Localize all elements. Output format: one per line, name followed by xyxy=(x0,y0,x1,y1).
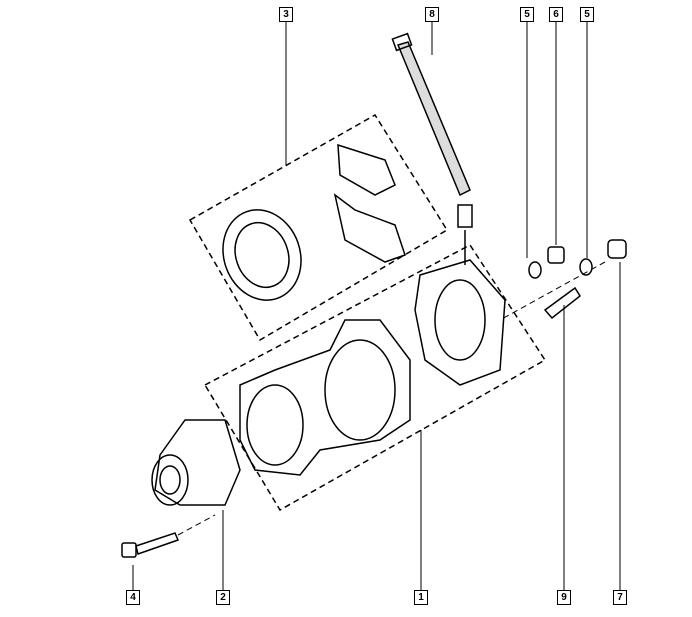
rear-cover xyxy=(414,259,506,386)
callout-label: 7 xyxy=(613,590,627,605)
dashed-groups xyxy=(188,113,547,512)
main-housing xyxy=(239,319,411,476)
callout-label: 8 xyxy=(425,7,439,22)
front-housing xyxy=(151,419,241,506)
callout-label: 5 xyxy=(580,7,594,22)
leader-lines xyxy=(132,22,621,590)
callout-label: 2 xyxy=(216,590,230,605)
gasket-shaped xyxy=(333,143,406,263)
small-parts xyxy=(499,239,627,321)
hose xyxy=(391,32,473,265)
callout-label: 6 xyxy=(549,7,563,22)
callout-label: 4 xyxy=(126,590,140,605)
callout-label: 5 xyxy=(520,7,534,22)
callout-label: 3 xyxy=(279,7,293,22)
stud xyxy=(543,286,581,320)
bolt xyxy=(121,514,216,558)
callout-label: 9 xyxy=(557,590,571,605)
gasket-round xyxy=(222,209,302,301)
callout-label: 1 xyxy=(414,590,428,605)
